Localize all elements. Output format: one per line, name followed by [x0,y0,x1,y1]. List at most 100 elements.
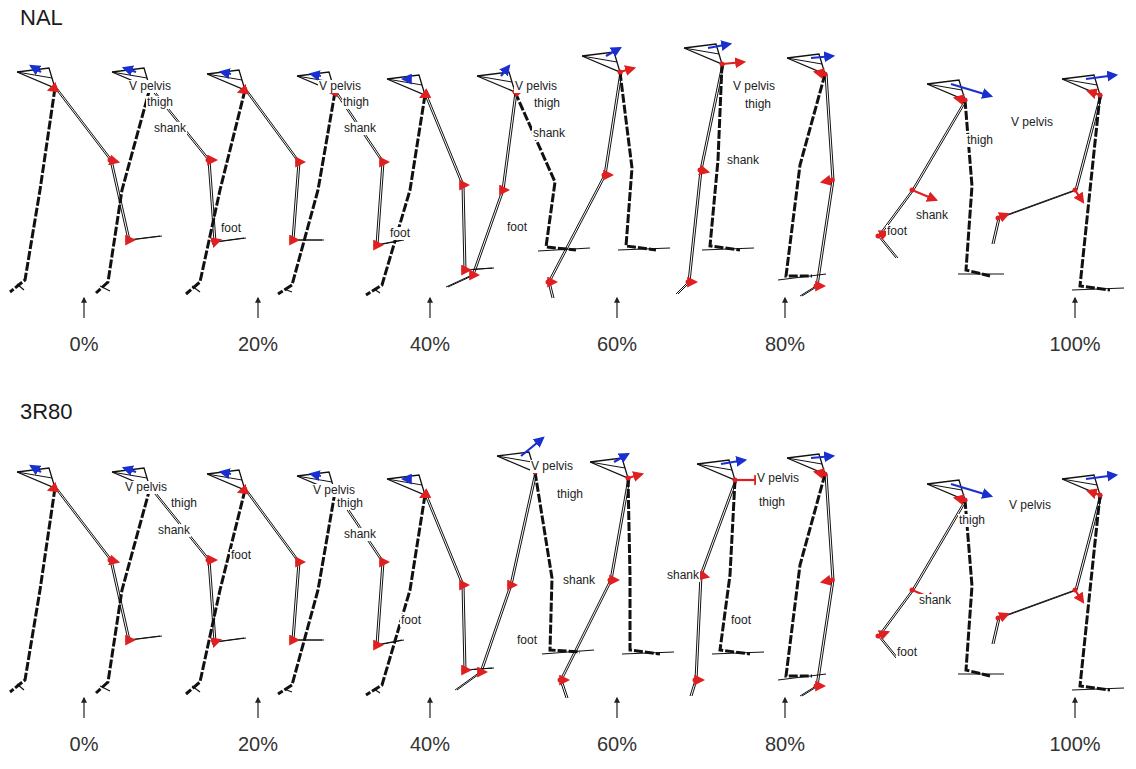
joint-marker [602,173,607,178]
pointer-arrow [616,698,617,718]
joint-marker [460,183,465,188]
segment-label: shank [918,594,952,607]
segment-label: V pelvis [1010,116,1054,129]
stance-leg [278,492,335,694]
gait-percent: 100% [1049,733,1100,755]
swing-leg [880,100,967,258]
swing-leg [427,495,494,670]
segment-label: foot [389,227,411,240]
joint-marker [462,668,467,673]
pelvis-segment [497,456,532,462]
pelvis-segment [112,72,147,78]
foot-segment [284,689,292,692]
segment-label: thigh [170,497,198,510]
gait-frame [278,472,404,694]
stance-leg [10,88,55,292]
pelvis-segment [387,79,422,85]
segment-label: foot [516,634,538,647]
swing-leg [800,74,832,296]
foot-segment [17,684,24,690]
foot-segment [542,650,594,654]
pointer-arrow [429,698,430,718]
joint-marker [830,178,835,183]
joint-marker [462,268,467,273]
stance-leg [1080,95,1110,290]
segment-label: shank [666,569,700,582]
swing-leg [57,88,162,240]
gait-frame [992,75,1124,290]
pelvis-segment [582,52,620,72]
foot-segment [17,284,24,290]
segment-label: V pelvis [530,460,574,473]
joint-marker [963,498,968,503]
joint-marker [910,588,915,593]
segment-label: foot [220,222,242,235]
gait-frame [876,480,1005,676]
joint-marker [212,640,217,645]
velocity-arrow [221,72,231,74]
pelvis-segment [207,474,242,480]
gait-percent: 20% [238,333,278,355]
gait-frame [96,468,246,693]
foot-segment [100,686,110,691]
swing-leg [425,95,492,270]
stance-leg [96,488,150,693]
gait-percent: 60% [597,733,637,755]
swing-leg [690,480,735,696]
gait-frame [455,438,594,690]
joint-marker [546,280,551,285]
joint-marker [374,643,379,648]
segment-label: V pelvis [124,481,168,494]
gait-frame [778,454,835,696]
segment-label: foot [506,221,528,234]
joint-marker [693,678,698,683]
joint-marker [876,634,881,639]
stance-leg [186,490,245,694]
velocity-arrow [311,474,321,476]
joint-marker [733,478,738,483]
stance-leg [720,480,750,654]
pointer-arrow [429,298,430,318]
stance-leg [1080,495,1110,690]
joint-marker [823,72,828,77]
joint-marker [910,188,915,193]
swing-leg [457,472,537,690]
gait-frame [446,66,590,287]
foot-segment [374,289,380,293]
joint-marker [996,616,1001,621]
swing-leg [448,92,517,287]
pelvis-segment [207,70,245,90]
swing-leg [800,474,832,696]
pointer-arrow [784,698,785,718]
foot-segment [192,286,200,292]
stance-leg [366,495,425,695]
velocity-arrow [951,484,991,496]
gait-row [10,438,1124,718]
segment-label: shank [157,524,191,537]
segment-label: thigh [342,96,370,109]
gait-frame [186,70,324,294]
pelvis-segment [582,56,617,62]
stance-leg [786,474,825,676]
pelvis-segment [1062,479,1097,485]
pelvis-segment [207,74,242,80]
gait-frame [10,66,162,292]
swing-leg [427,95,494,270]
stance-leg [965,100,990,276]
pointer-arrow [257,298,258,318]
swing-leg [150,488,244,642]
swing-leg [878,100,965,258]
joint-marker [470,273,475,278]
velocity-arrow [31,466,41,472]
swing-leg [247,490,324,640]
swing-leg [337,492,404,645]
segment-label: V pelvis [732,80,776,93]
joint-marker [618,70,623,75]
stance-leg [786,74,825,276]
joint-marker [243,488,248,493]
foot-segment [712,652,764,654]
pelvis-segment [927,480,965,500]
swing-leg [150,88,244,242]
joint-marker [126,638,131,643]
